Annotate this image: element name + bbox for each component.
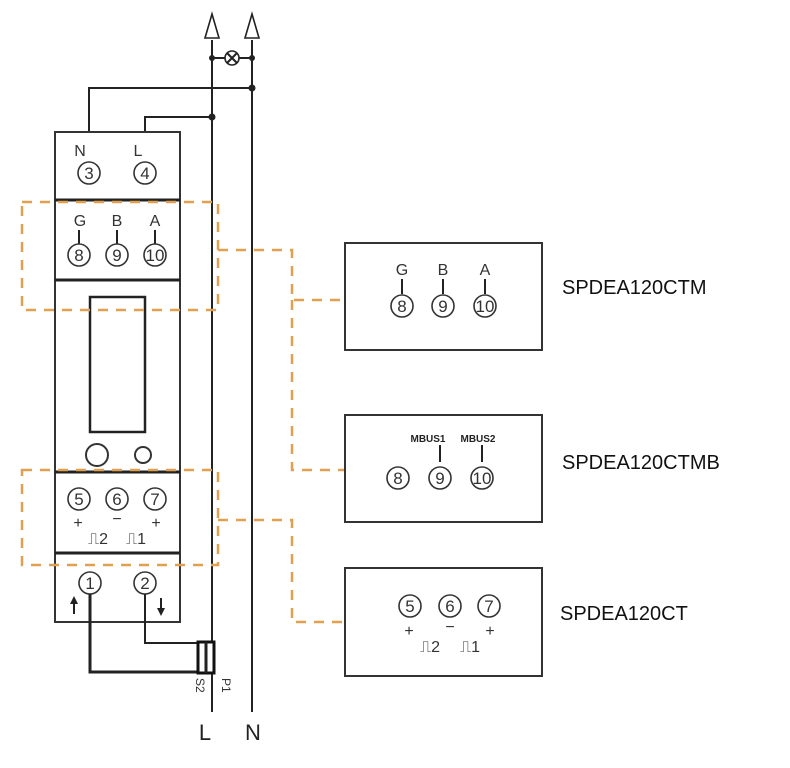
terminal-label: N — [74, 143, 86, 160]
terminal-label: A — [480, 262, 491, 279]
pulse-sign: + — [404, 623, 413, 640]
terminal-5: 5 — [74, 490, 83, 509]
terminal-label: MBUS2 — [460, 434, 495, 445]
current-transformer: S2 P1 — [88, 594, 233, 693]
terminal-label: G — [74, 213, 86, 230]
energy-meter: N L 3 4 G B A 8 9 10 5 6 7 + − + ⎍2 ⎍1 1… — [54, 131, 181, 623]
terminal-3: 3 — [84, 164, 93, 183]
variant-ctm: G B A 8 9 10 SPDEA120CTM — [344, 242, 707, 351]
meter-button — [134, 446, 152, 464]
terminal-5: 5 — [405, 597, 414, 616]
supply-lines: L N — [88, 11, 261, 745]
terminal-8: 8 — [393, 469, 402, 488]
ct-label-p1: P1 — [219, 678, 233, 693]
terminal-7: 7 — [484, 597, 493, 616]
model-label: SPDEA120CTM — [562, 277, 707, 299]
variant-ct: 5 6 7 + − + ⎍2 ⎍1 SPDEA120CT — [344, 567, 688, 677]
terminal-7: 7 — [150, 490, 159, 509]
pulse-sign: + — [485, 623, 494, 640]
terminal-label: B — [112, 213, 123, 230]
model-label: SPDEA120CTMB — [562, 452, 720, 474]
pulse-sign: + — [73, 515, 82, 532]
pulse-sign: − — [112, 511, 121, 528]
pulse-symbol: ⎍2 — [88, 531, 108, 548]
terminal-8: 8 — [397, 297, 406, 316]
terminal-9: 9 — [435, 469, 444, 488]
terminal-9: 9 — [112, 246, 121, 265]
terminal-10: 10 — [146, 246, 165, 265]
terminal-6: 6 — [445, 597, 454, 616]
load-arrow-icon — [203, 11, 221, 39]
arrow-up-icon — [70, 596, 78, 614]
terminal-label: MBUS1 — [410, 434, 445, 445]
load-arrow-icon — [243, 11, 261, 39]
neutral-label: N — [245, 720, 261, 745]
meter-button — [85, 443, 109, 467]
pulse-symbol: ⎍1 — [126, 531, 146, 548]
variant-ctmb: MBUS1 MBUS2 8 9 10 SPDEA120CTMB — [344, 414, 720, 523]
pulse-sign: + — [151, 515, 160, 532]
terminal-2: 2 — [140, 574, 149, 593]
terminal-10: 10 — [476, 297, 495, 316]
ct-label-s2: S2 — [193, 678, 207, 693]
terminal-label: G — [396, 262, 408, 279]
model-label: SPDEA120CT — [560, 603, 688, 625]
terminal-4: 4 — [140, 164, 149, 183]
option-connectors — [20, 200, 345, 624]
pulse-symbol: ⎍1 — [460, 639, 480, 656]
terminal-label: L — [134, 143, 143, 160]
pulse-sign: − — [445, 619, 454, 636]
live-label: L — [199, 720, 211, 745]
pulse-symbol: ⎍2 — [420, 639, 440, 656]
terminal-10: 10 — [473, 469, 492, 488]
terminal-label: A — [150, 213, 161, 230]
terminal-6: 6 — [112, 490, 121, 509]
lcd-display — [88, 295, 147, 434]
arrow-down-icon — [157, 598, 165, 616]
terminal-9: 9 — [438, 297, 447, 316]
terminal-label: B — [438, 262, 449, 279]
terminal-1: 1 — [85, 574, 94, 593]
terminal-8: 8 — [74, 246, 83, 265]
